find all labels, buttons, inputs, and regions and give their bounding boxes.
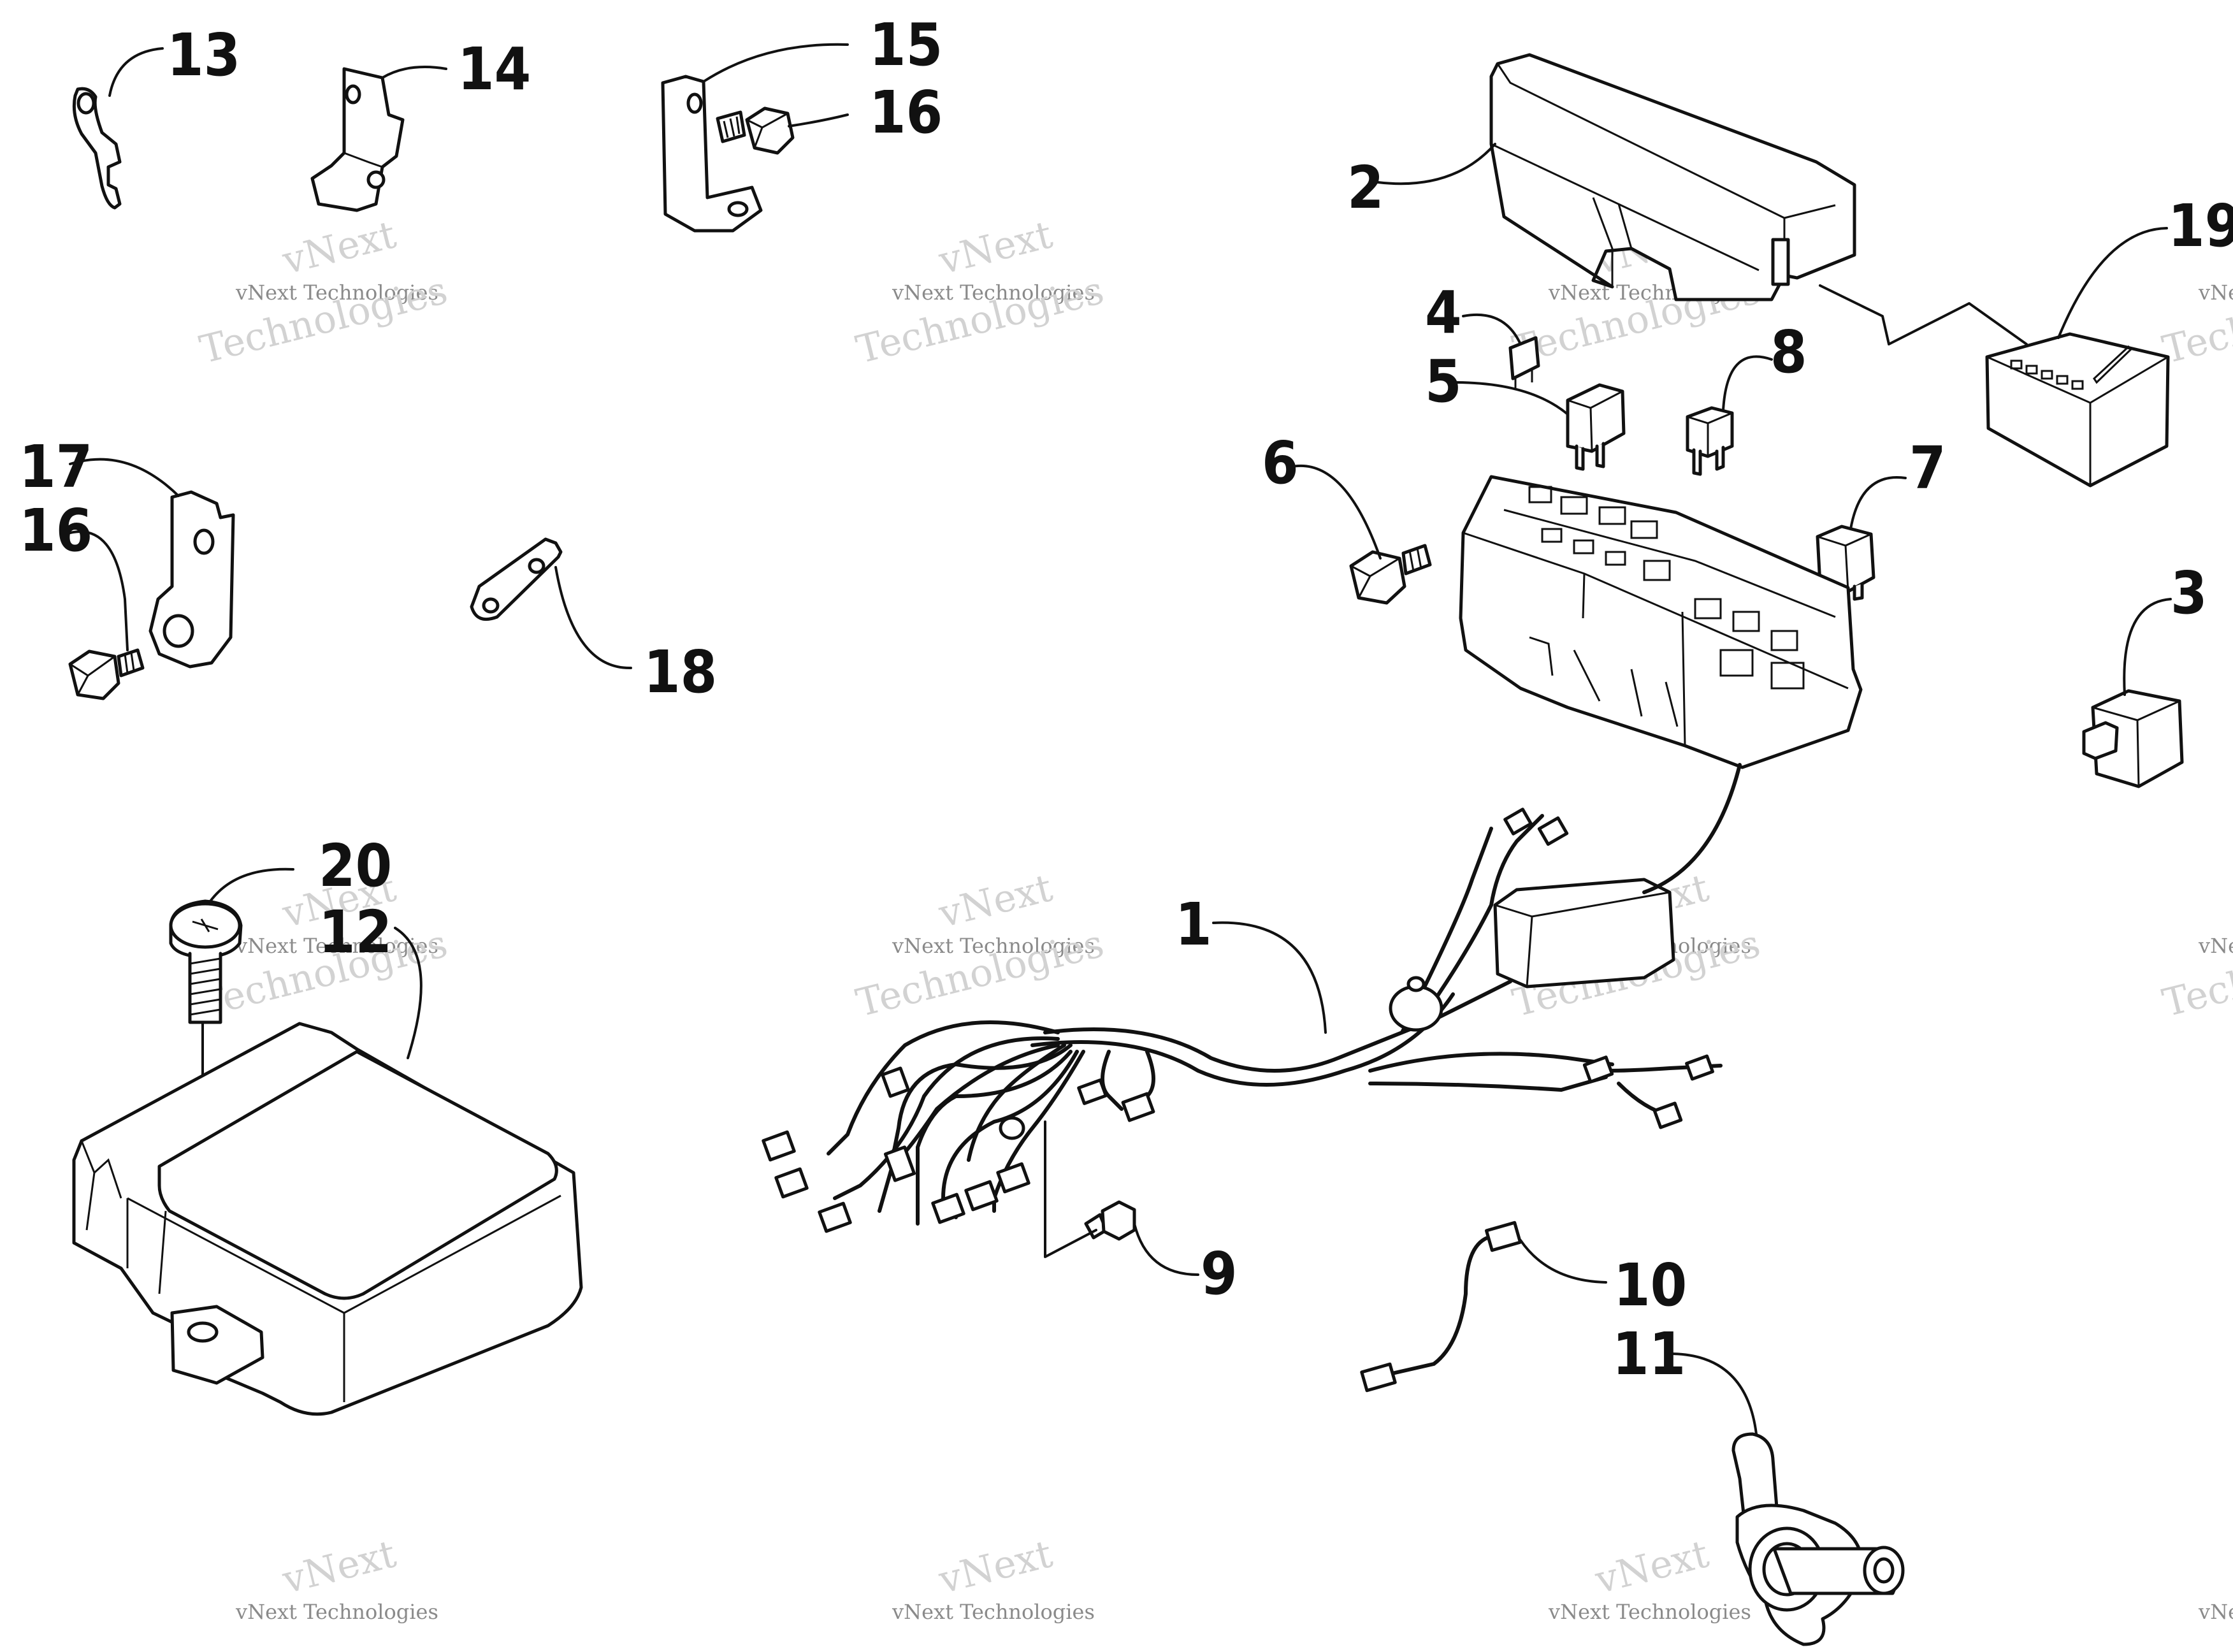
part-14-bracket [310, 67, 405, 212]
leader-17 [69, 458, 180, 497]
leader-3 [2123, 598, 2172, 696]
callout-8: 8 [1770, 318, 1807, 386]
callout-2: 2 [1347, 154, 1384, 222]
watermark: vNext vNext Technologies [892, 1532, 1095, 1624]
callout-1: 1 [1175, 890, 1212, 959]
leader-14 [381, 66, 447, 79]
watermark: vNext vNext Technologies [235, 1532, 438, 1624]
part-20-screw [169, 899, 243, 1024]
callout-20: 20 [319, 832, 392, 900]
part-13-bracket [72, 87, 122, 210]
callout-4: 4 [1425, 279, 1462, 347]
watermark: vNext Technologies [2198, 1600, 2233, 1624]
svg-text:vNext Technologies: vNext Technologies [892, 280, 1095, 305]
part-19-label [1985, 332, 2170, 488]
leader-10 [1519, 1239, 1607, 1284]
watermark: vNext vNext Technologies [1548, 1532, 1751, 1624]
leader-18 [554, 566, 632, 670]
leader-12 [394, 927, 423, 1059]
callout-7: 7 [1909, 434, 1946, 502]
leader-15 [702, 43, 849, 83]
part-9-screw [1084, 1200, 1136, 1241]
part-10-lead [1360, 1221, 1522, 1393]
part-16-bolt-lower [68, 648, 145, 700]
leader-4 [1462, 313, 1522, 345]
part-18-plate [470, 537, 563, 621]
callout-11: 11 [1612, 1320, 1686, 1388]
leader-16a [788, 113, 849, 127]
leader-13 [108, 47, 164, 97]
part-15-bracket [661, 75, 763, 233]
part-12-ecu [72, 1022, 583, 1416]
svg-text:vNext: vNext [934, 866, 1057, 937]
svg-text:vNext Technologies: vNext Technologies [2198, 280, 2233, 305]
part-7-relay [1816, 525, 1875, 601]
leader-16b [69, 530, 129, 651]
fuse-slots [1528, 486, 1805, 690]
svg-text:vNext: vNext [278, 1532, 400, 1603]
leader-8 [1722, 355, 1773, 412]
leader-2 [1377, 143, 1496, 185]
part-6-bolt [1349, 544, 1432, 605]
svg-text:vNext Technologies: vNext Technologies [2198, 1600, 2233, 1624]
callout-18: 18 [644, 638, 717, 706]
leader-9 [1044, 1120, 1097, 1258]
watermark-group: vNext vNext Technologies Technologies vN… [196, 212, 2233, 1624]
svg-text:vNext: vNext [934, 212, 1057, 284]
part-16-bolt [716, 106, 795, 155]
leader-9b [1133, 1222, 1199, 1276]
svg-text:vNext: vNext [278, 212, 400, 284]
svg-text:vNext Technologies: vNext Technologies [892, 1600, 1095, 1624]
callout-9: 9 [1201, 1240, 1238, 1308]
svg-text:vNext Technologies: vNext Technologies [235, 1600, 438, 1624]
callout-10: 10 [1614, 1251, 1687, 1319]
svg-text:vNext: vNext [934, 1532, 1057, 1603]
callout-15: 15 [869, 11, 943, 79]
callout-19: 19 [2168, 192, 2233, 260]
callout-5: 5 [1425, 347, 1462, 416]
part-11-sensor [1731, 1432, 1905, 1646]
part-3-module [2082, 689, 2184, 788]
fuse-box-body [1459, 475, 1863, 769]
callout-16: 16 [869, 78, 943, 147]
leader-6 [1291, 464, 1382, 560]
callout-16: 16 [19, 496, 92, 565]
callout-12: 12 [319, 898, 392, 966]
callout-17: 17 [19, 433, 92, 501]
leader-5 [1453, 381, 1569, 416]
leader-1 [1212, 921, 1327, 1034]
watermark: vNext vNext Technologies Technologies [852, 866, 1108, 1025]
svg-text:vNext Technologies: vNext Technologies [235, 280, 438, 305]
watermark: vNext Technologies Technologies [2158, 922, 2233, 1026]
leader-20 [209, 867, 294, 902]
part-8-relay [1686, 406, 1734, 476]
svg-text:vNext Technologies: vNext Technologies [1548, 1600, 1751, 1624]
part-5-relay [1566, 383, 1626, 471]
callout-13: 13 [167, 21, 240, 89]
part-17-bracket [148, 490, 235, 669]
svg-text:vNext Technologies: vNext Technologies [892, 934, 1095, 958]
callout-14: 14 [458, 35, 531, 103]
watermark: vNext vNext Technologies Technologies [852, 212, 1108, 372]
part-4-fuse [1508, 336, 1540, 389]
part-1-wiring-harness [762, 763, 1742, 1233]
leader-11 [1668, 1352, 1758, 1435]
label-marks [2010, 345, 2133, 390]
part-2-fusebox-cover [1489, 53, 1856, 301]
leader-19 [2057, 227, 2168, 339]
callout-6: 6 [1262, 429, 1299, 497]
svg-text:vNext: vNext [1591, 1532, 1713, 1603]
svg-text:vNext Technologies: vNext Technologies [235, 934, 438, 958]
watermark: vNext vNext Technologies Technologies [196, 212, 452, 372]
leader-7 [1849, 476, 1907, 530]
svg-text:vNext Technologies: vNext Technologies [2198, 934, 2233, 958]
leader-2-to-19 [1819, 284, 2028, 345]
callout-labels: 13 14 15 16 17 16 18 2 19 4 5 8 6 7 3 20… [19, 11, 2233, 1388]
callout-3: 3 [2171, 559, 2208, 627]
